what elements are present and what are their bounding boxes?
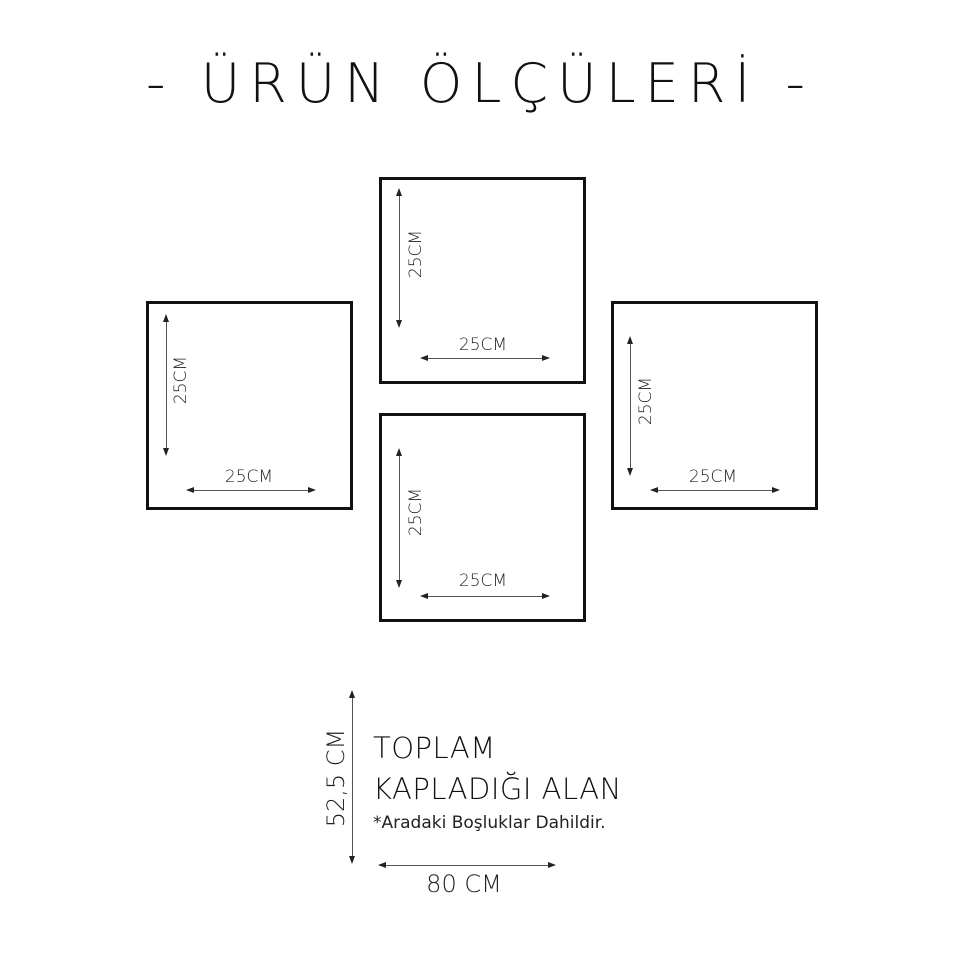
height-dimension-line xyxy=(399,190,400,326)
height-dimension-line xyxy=(630,338,631,474)
total-height-label: 52,5 CM xyxy=(322,728,350,828)
total-title-line1: TOPLAM xyxy=(373,731,496,765)
arrow-up-icon xyxy=(349,690,355,698)
arrow-right-icon xyxy=(772,487,780,493)
frame-border xyxy=(379,177,586,384)
width-dimension-line xyxy=(422,596,548,597)
width-label: 25CM xyxy=(458,335,508,355)
total-width-dimension-line xyxy=(380,865,554,866)
width-label: 25CM xyxy=(224,467,274,487)
arrow-right-icon xyxy=(542,593,550,599)
arrow-up-icon xyxy=(396,448,402,456)
arrow-left-icon xyxy=(378,862,386,868)
arrow-up-icon xyxy=(396,188,402,196)
page-title: - ÜRÜN ÖLÇÜLERİ - xyxy=(146,52,814,115)
width-label: 25CM xyxy=(458,571,508,591)
total-width-label: 80 CM xyxy=(426,870,502,898)
arrow-down-icon xyxy=(163,448,169,456)
width-dimension-line xyxy=(422,358,548,359)
arrow-down-icon xyxy=(349,856,355,864)
arrow-up-icon xyxy=(627,336,633,344)
total-height-dimension-line xyxy=(352,692,353,862)
height-dimension-line xyxy=(399,450,400,586)
height-label: 25CM xyxy=(636,376,656,426)
arrow-left-icon xyxy=(420,593,428,599)
frame-border xyxy=(146,301,353,510)
arrow-down-icon xyxy=(396,580,402,588)
arrow-right-icon xyxy=(542,355,550,361)
arrow-left-icon xyxy=(186,487,194,493)
arrow-left-icon xyxy=(650,487,658,493)
width-dimension-line xyxy=(652,490,778,491)
total-note: *Aradaki Boşluklar Dahildir. xyxy=(373,813,606,833)
frame-border xyxy=(611,301,818,510)
arrow-up-icon xyxy=(163,314,169,322)
height-dimension-line xyxy=(166,316,167,454)
height-label: 25CM xyxy=(406,229,426,279)
arrow-down-icon xyxy=(627,468,633,476)
arrow-down-icon xyxy=(396,320,402,328)
total-title-line2: KAPLADIĞI ALAN xyxy=(373,772,622,806)
height-label: 25CM xyxy=(171,355,191,405)
arrow-right-icon xyxy=(308,487,316,493)
frame-border xyxy=(379,413,586,622)
width-label: 25CM xyxy=(688,467,738,487)
width-dimension-line xyxy=(188,490,314,491)
arrow-right-icon xyxy=(548,862,556,868)
height-label: 25CM xyxy=(406,487,426,537)
arrow-left-icon xyxy=(420,355,428,361)
